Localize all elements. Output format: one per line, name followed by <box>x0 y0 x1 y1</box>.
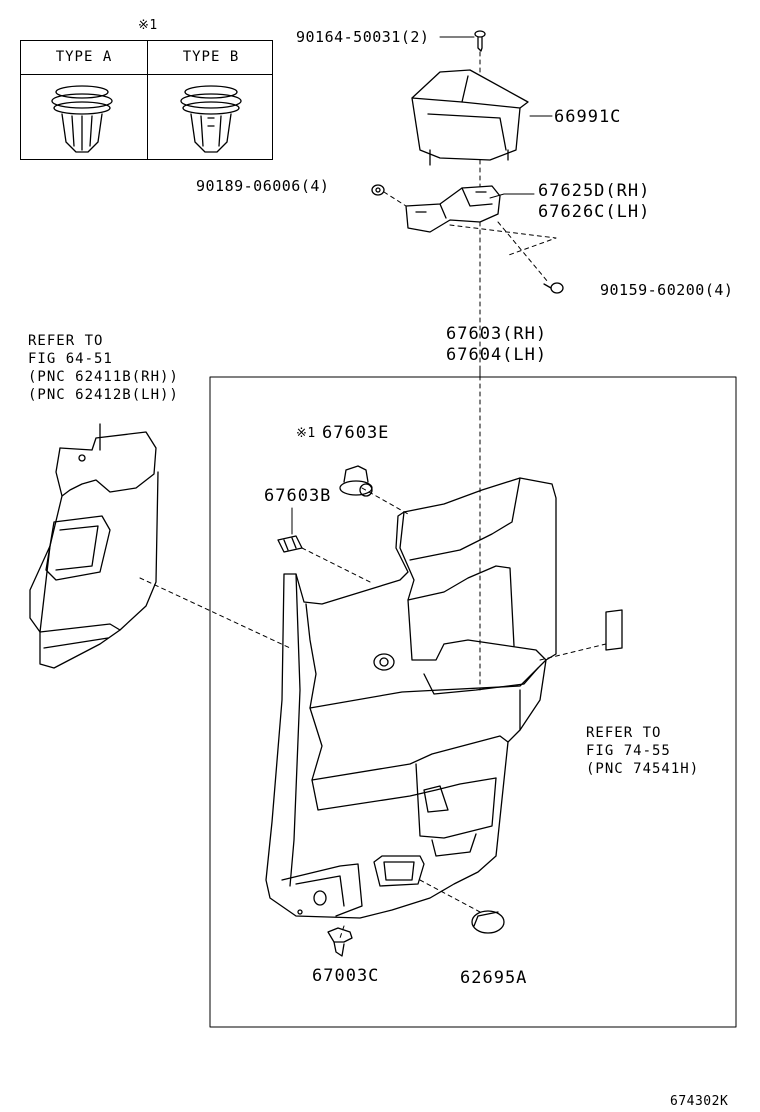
box-drawing <box>411 69 529 166</box>
cap-drawing <box>471 910 505 934</box>
quarter-trim-panel-drawing <box>265 477 557 919</box>
clip-nut-drawing <box>371 184 385 196</box>
clip-c-drawing <box>327 927 353 957</box>
part-label-bracket-lh[interactable]: 67626C(LH) <box>538 202 651 222</box>
part-label-bracket-rh[interactable]: 67625D(RH) <box>538 181 651 201</box>
clip-e-mark: ※1 <box>296 426 316 441</box>
clip-type-b-drawing <box>180 85 242 153</box>
part-label-panel-lh[interactable]: 67604(LH) <box>446 345 548 365</box>
clip-b-drawing <box>277 535 303 553</box>
left-reference-note[interactable]: REFER TO FIG 64-51 (PNC 62411B(RH)) (PNC… <box>28 333 179 403</box>
quarter-trim-tab-drawing <box>605 609 623 651</box>
part-label-box[interactable]: 66991C <box>554 107 622 127</box>
clip-e-drawing <box>339 465 373 497</box>
type-b-header: TYPE B <box>182 49 240 65</box>
type-a-header: TYPE A <box>55 49 113 65</box>
part-label-clip-b[interactable]: 67603B <box>264 486 332 506</box>
part-label-bolt[interactable]: 90159-60200(4) <box>600 281 734 299</box>
part-label-clip-c[interactable]: 67003C <box>312 966 380 986</box>
legend-mark: ※1 <box>138 18 158 33</box>
bracket-drawing <box>405 185 501 233</box>
clip-type-a-drawing <box>51 85 113 153</box>
clip-type-legend: TYPE A TYPE B <box>20 40 273 160</box>
figure-code: 674302K <box>670 1094 729 1109</box>
panel-frame <box>209 376 737 1028</box>
screw-drawing <box>474 30 486 52</box>
bolt-drawing <box>543 282 564 294</box>
part-label-clip-e[interactable]: 67603E <box>322 423 390 443</box>
right-reference-note[interactable]: REFER TO FIG 74-55 (PNC 74541H) <box>586 725 700 777</box>
pillar-garnish-drawing <box>29 423 159 669</box>
part-label-screw[interactable]: 90164-50031(2) <box>296 28 430 46</box>
part-label-clip-bracket[interactable]: 90189-06006(4) <box>196 177 330 195</box>
part-label-panel-rh[interactable]: 67603(RH) <box>446 324 548 344</box>
part-label-cap[interactable]: 62695A <box>460 968 528 988</box>
